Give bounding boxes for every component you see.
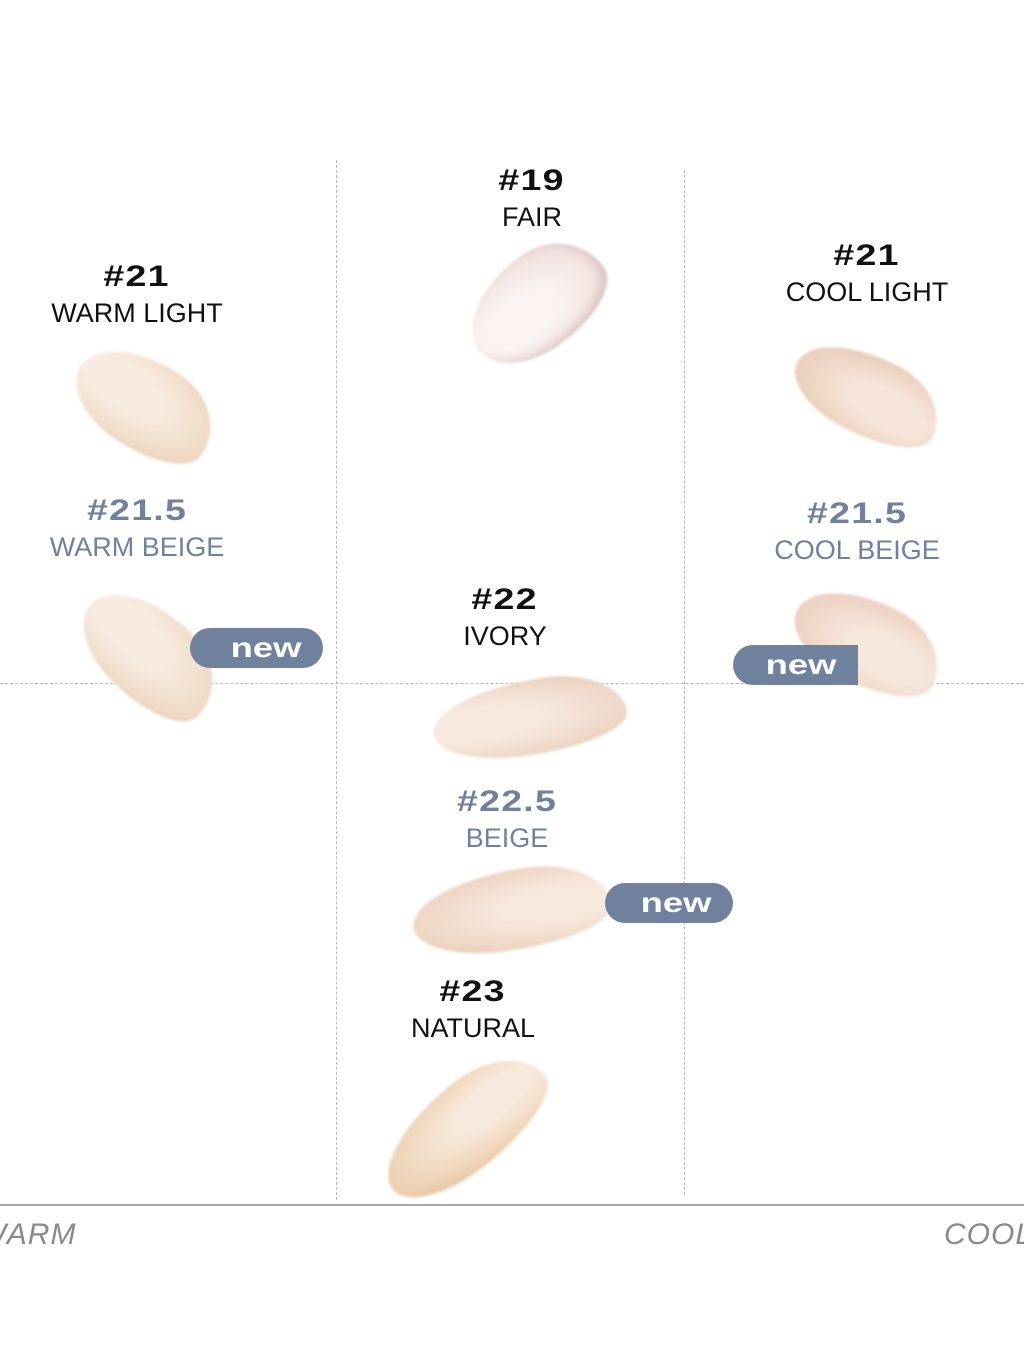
new-badge-beige: new	[605, 883, 733, 923]
shade-name: COOL LIGHT	[785, 277, 949, 307]
grid-divider-right	[684, 170, 685, 1195]
swatch-cool-beige	[779, 568, 956, 717]
shade-name: NATURAL	[410, 1013, 536, 1043]
shade-label-fair: #19 FAIR	[382, 163, 682, 235]
shade-code: #21.5	[86, 494, 188, 527]
swatch-beige	[407, 856, 617, 964]
grid-divider-left	[336, 160, 337, 1200]
new-badge-cool-beige: new	[733, 645, 858, 685]
shade-code: #19	[498, 164, 566, 197]
badge-text: new	[640, 887, 711, 918]
shade-name: FAIR	[501, 202, 562, 232]
shade-name: IVORY	[463, 621, 547, 651]
swatch-fair	[448, 220, 626, 385]
shade-label-beige: #22.5 BEIGE	[357, 784, 657, 856]
swatch-ivory	[427, 666, 632, 769]
shade-code: #21	[833, 239, 901, 272]
shade-code: #22	[471, 583, 539, 616]
shade-label-warm-light: #21 WARM LIGHT	[0, 259, 287, 331]
shade-code: #22.5	[456, 785, 558, 818]
new-badge-warm-beige: new	[190, 628, 323, 668]
axis-label-cool: COOL	[944, 1218, 1024, 1251]
shade-label-natural: #23 NATURAL	[323, 974, 623, 1046]
shade-name: WARM BEIGE	[49, 532, 225, 562]
shade-label-cool-beige: #21.5 COOL BEIGE	[707, 496, 1007, 568]
swatch-warm-light	[57, 325, 233, 485]
badge-text: new	[765, 649, 836, 680]
shade-name: WARM LIGHT	[51, 298, 223, 328]
shade-label-warm-beige: #21.5 WARM BEIGE	[0, 493, 287, 565]
shade-code: #23	[439, 975, 507, 1008]
badge-text: new	[230, 632, 301, 663]
shade-code: #21	[103, 260, 171, 293]
shade-code: #21.5	[806, 497, 908, 530]
warm-cool-axis	[0, 1204, 1024, 1206]
shade-label-ivory: #22 IVORY	[355, 582, 655, 654]
shade-label-cool-light: #21 COOL LIGHT	[717, 238, 1017, 310]
shade-name: COOL BEIGE	[774, 535, 940, 565]
shade-name: BEIGE	[465, 823, 549, 853]
axis-label-warm: WARM	[0, 1218, 77, 1251]
swatch-cool-light	[780, 323, 955, 467]
swatch-natural	[363, 1035, 567, 1220]
